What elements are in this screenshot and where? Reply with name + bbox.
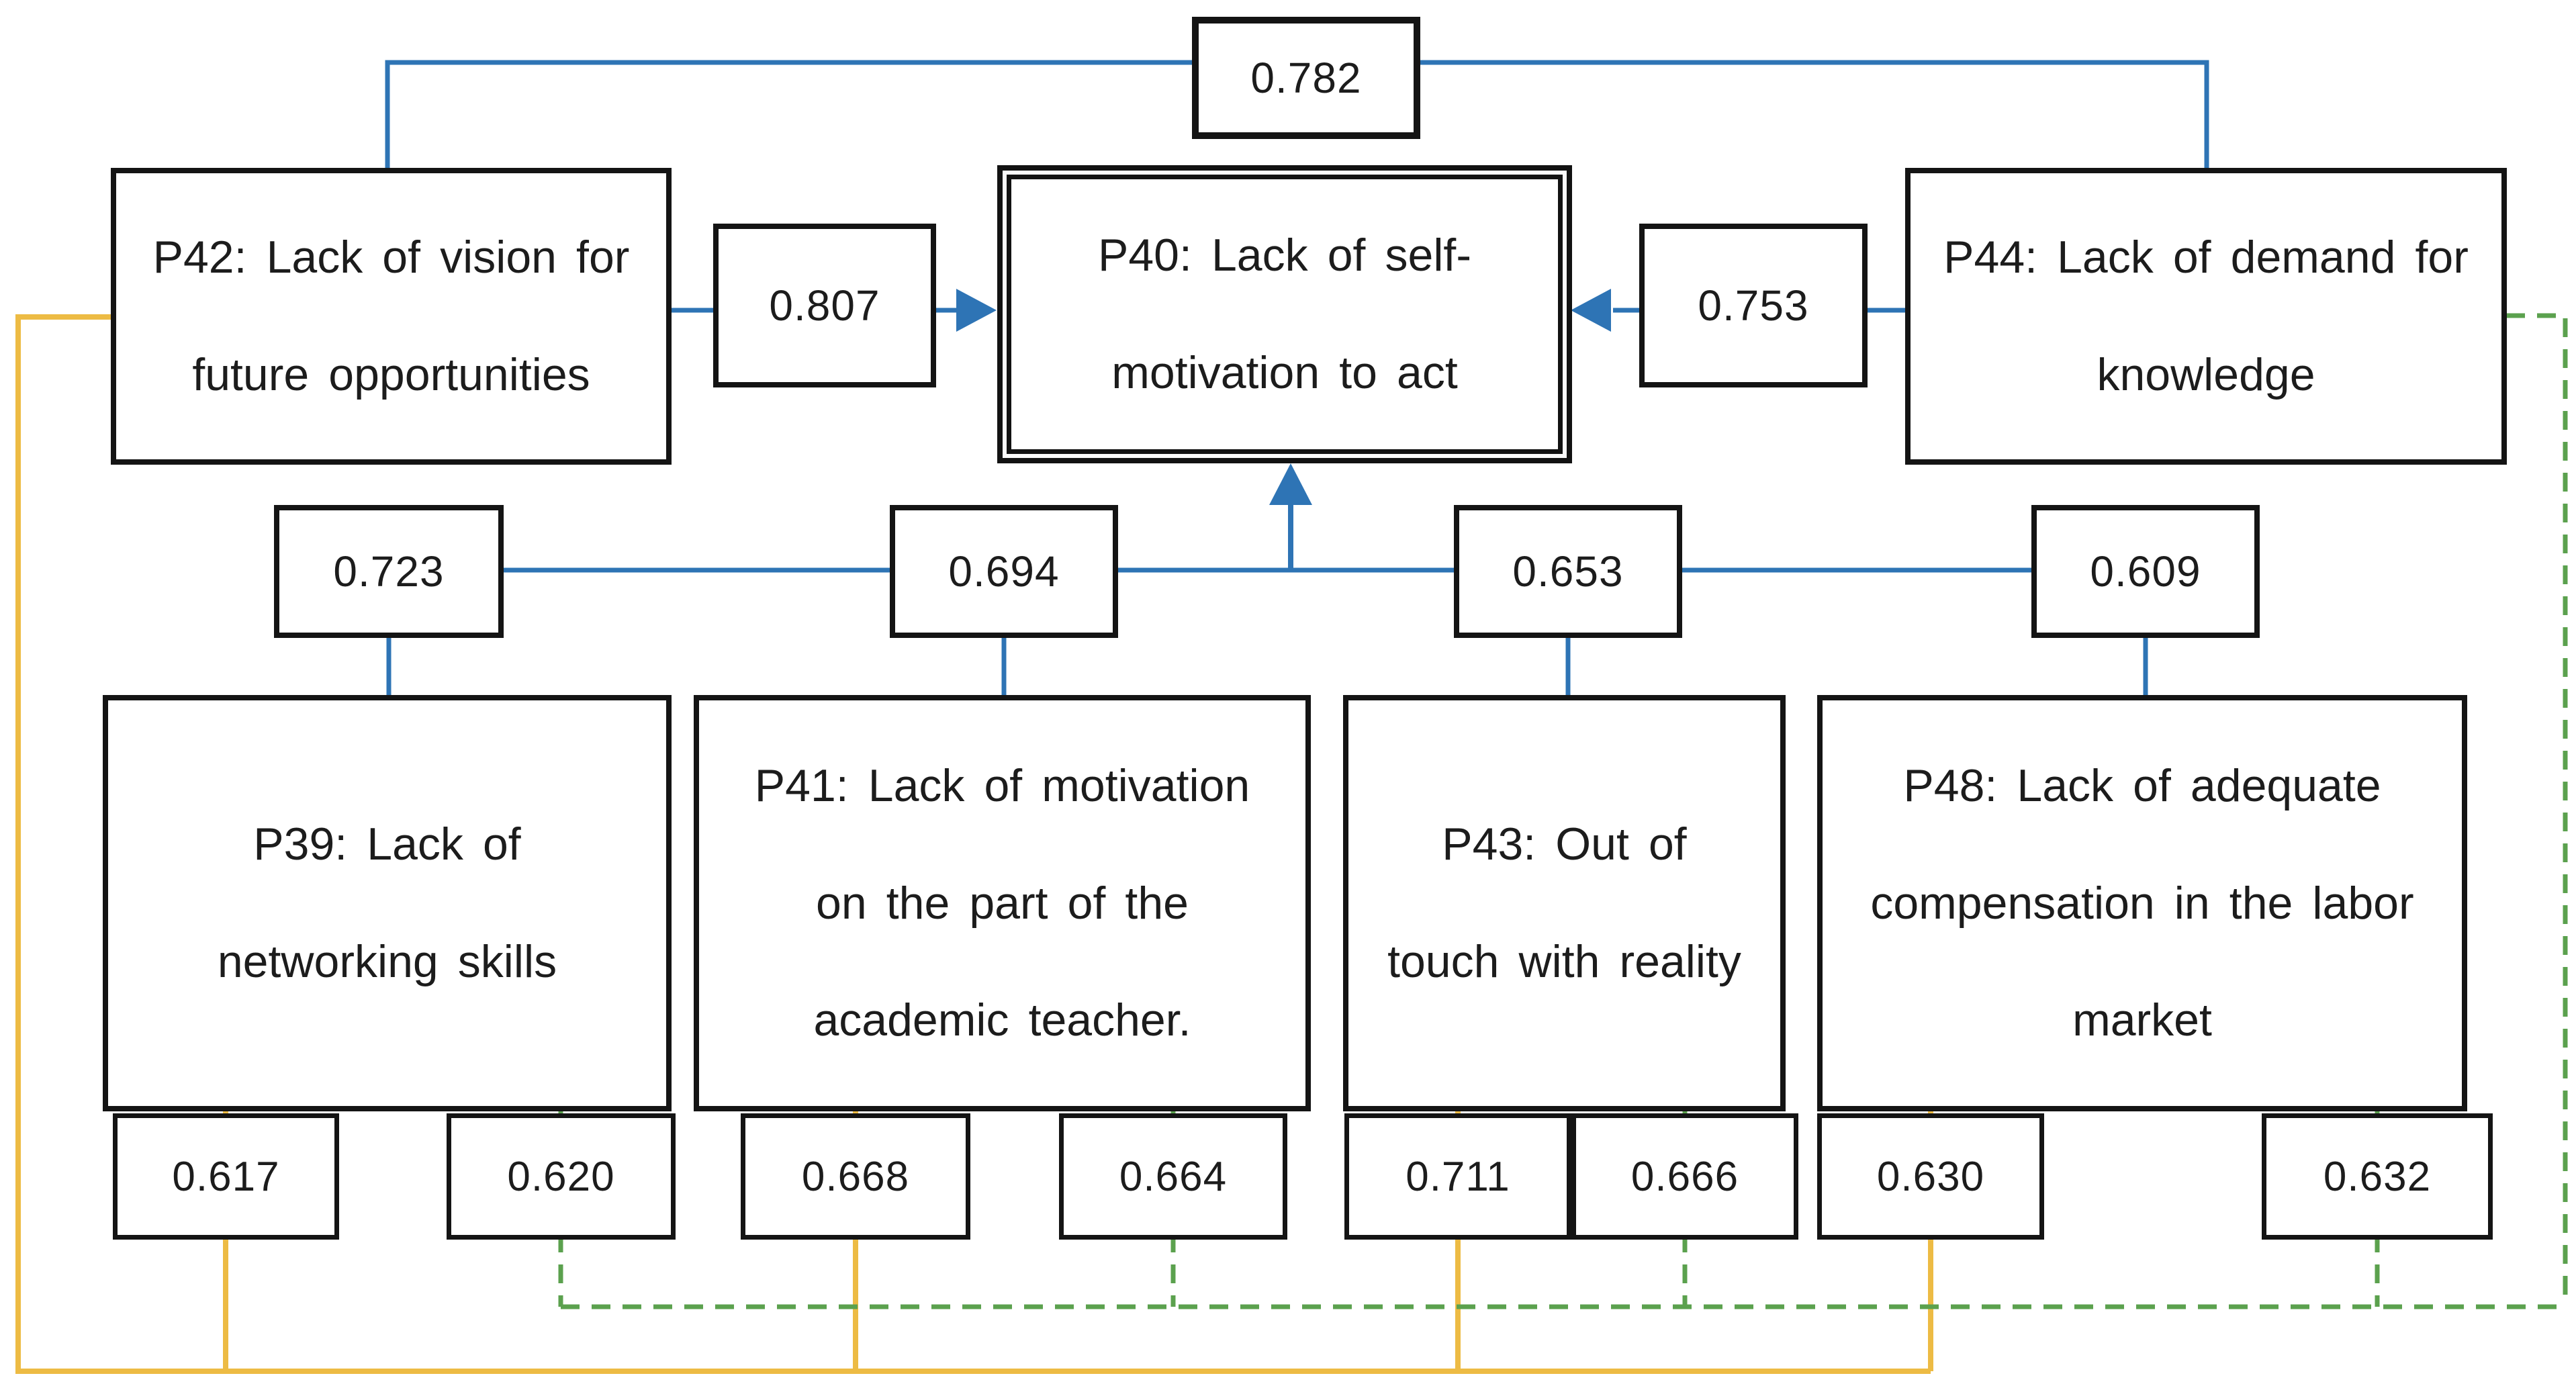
node-p40-central: P40: Lack of self- motivation to act	[997, 165, 1572, 463]
node-p41-line3: academic teacher.	[813, 995, 1191, 1046]
coef-box-p39-green: 0.620	[447, 1113, 676, 1240]
yellow-edge-p42-left-loop	[15, 314, 1931, 1374]
coef-value: 0.653	[1512, 547, 1624, 596]
node-p41-line1: P41: Lack of motivation	[754, 759, 1250, 811]
node-p39-line1: P39: Lack of	[253, 819, 521, 870]
coef-value: 0.753	[1698, 281, 1809, 330]
node-p48-line1: P48: Lack of adequate	[1903, 759, 2381, 811]
coef-value: 0.723	[333, 547, 445, 596]
node-p39-line2: networking skills	[217, 936, 557, 987]
arrowhead-into-p40-bottom	[1269, 463, 1312, 505]
coef-box-p41-green: 0.664	[1059, 1113, 1287, 1240]
node-p44-line2: knowledge	[2097, 349, 2315, 400]
coef-value: 0.632	[2323, 1153, 2432, 1200]
coef-value: 0.668	[801, 1153, 910, 1200]
node-p42-line2: future opportunities	[192, 349, 590, 400]
coef-box-p44-p40: 0.753	[1639, 224, 1868, 387]
coef-box-p42-p40: 0.807	[713, 224, 936, 387]
coef-value: 0.630	[1876, 1153, 1985, 1200]
coef-box-p43-yellow: 0.711	[1344, 1113, 1571, 1240]
coef-box-p42-p44: 0.782	[1192, 17, 1420, 139]
node-p41: P41: Lack of motivation on the part of t…	[694, 695, 1311, 1111]
node-p40-line2: motivation to act	[1111, 347, 1458, 398]
coef-box-p48-blue: 0.609	[2031, 505, 2260, 638]
coef-value: 0.664	[1119, 1153, 1228, 1200]
node-p44: P44: Lack of demand for knowledge	[1905, 168, 2507, 465]
node-p39: P39: Lack of networking skills	[103, 695, 672, 1111]
coef-box-p41-yellow: 0.668	[741, 1113, 970, 1240]
coef-box-p43-green: 0.666	[1571, 1113, 1798, 1240]
coef-value: 0.620	[507, 1153, 615, 1200]
arrowhead-into-p40-right	[1571, 289, 1611, 332]
coef-box-p48-yellow: 0.630	[1817, 1113, 2044, 1240]
node-p43: P43: Out of touch with reality	[1343, 695, 1786, 1111]
coef-box-p48-green: 0.632	[2262, 1113, 2493, 1240]
node-p48-line3: market	[2072, 995, 2212, 1046]
coef-box-p39-blue: 0.723	[274, 505, 504, 638]
node-p48-line2: compensation in the labor	[1870, 877, 2414, 929]
node-p41-line2: on the part of the	[816, 877, 1189, 929]
coef-box-p39-yellow: 0.617	[113, 1113, 339, 1240]
coef-box-p43-blue: 0.653	[1454, 505, 1682, 638]
node-p44-line1: P44: Lack of demand for	[1943, 232, 2469, 283]
node-p42: P42: Lack of vision for future opportuni…	[111, 168, 672, 465]
coef-value: 0.694	[948, 547, 1060, 596]
coef-value: 0.782	[1250, 54, 1362, 102]
green-edge-p44-right-loop	[2506, 313, 2568, 1307]
coef-box-p41-blue: 0.694	[890, 505, 1118, 638]
node-p43-line2: touch with reality	[1387, 936, 1741, 987]
node-p48: P48: Lack of adequate compensation in th…	[1817, 695, 2467, 1111]
coef-value: 0.609	[2090, 547, 2201, 596]
coef-value: 0.711	[1406, 1153, 1510, 1200]
coef-value: 0.807	[769, 281, 880, 330]
arrowhead-into-p40-left	[956, 289, 997, 332]
coef-value: 0.666	[1630, 1153, 1739, 1200]
coef-value: 0.617	[172, 1153, 280, 1200]
node-p43-line1: P43: Out of	[1442, 819, 1687, 870]
node-p42-line1: P42: Lack of vision for	[152, 232, 630, 283]
node-p40-line1: P40: Lack of self-	[1098, 230, 1471, 281]
